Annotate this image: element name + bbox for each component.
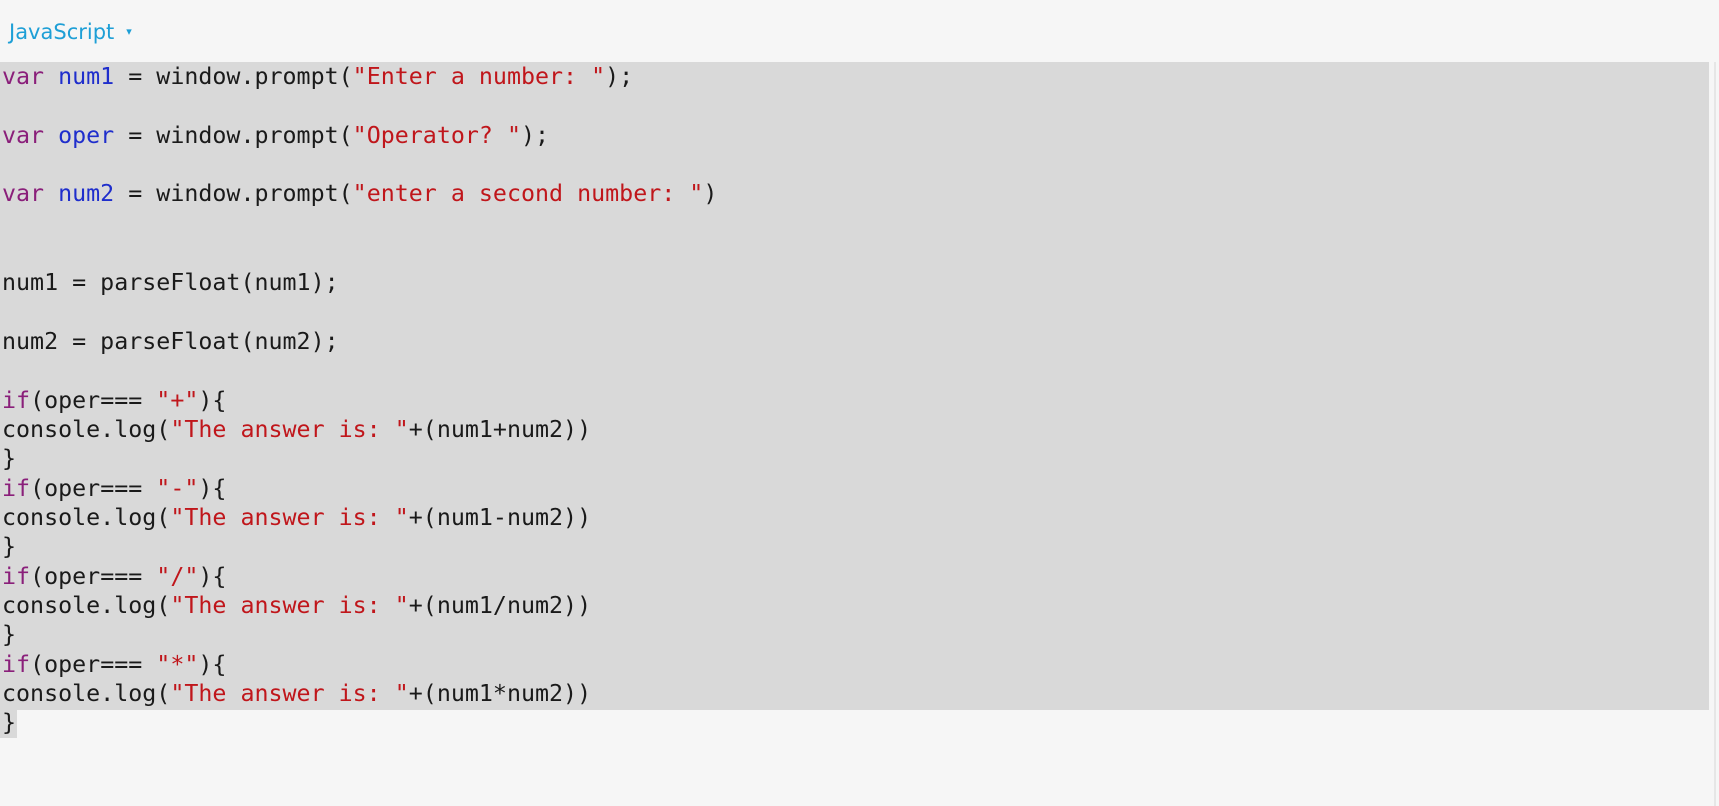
- code-line: console.log("The answer is: "+(num1+num2…: [2, 415, 591, 444]
- code-token-plain: +(num1/num2)): [408, 592, 592, 619]
- language-label: JavaScript: [9, 20, 115, 44]
- text-selection-highlight: [0, 62, 1709, 710]
- code-line: }: [2, 708, 16, 737]
- code-token-str: "Operator? ": [352, 122, 521, 149]
- language-selector[interactable]: JavaScript ▾: [9, 18, 132, 46]
- code-token-str: "-": [156, 475, 199, 502]
- chevron-down-icon: ▾: [126, 24, 132, 38]
- code-token-plain: );: [605, 63, 634, 90]
- code-line: var num1 = window.prompt("Enter a number…: [2, 62, 633, 91]
- code-token-str: "enter a second number: ": [352, 180, 704, 207]
- editor-border: [1714, 62, 1716, 806]
- code-token-plain: +(num1+num2)): [408, 416, 592, 443]
- code-token-plain: (oper===: [30, 651, 157, 678]
- code-token-plain: (oper===: [30, 475, 157, 502]
- code-token-plain: [44, 180, 58, 207]
- code-line: console.log("The answer is: "+(num1*num2…: [2, 679, 591, 708]
- code-line: }: [2, 620, 16, 649]
- code-token-str: "The answer is: ": [170, 592, 409, 619]
- code-token-kw: var: [2, 122, 45, 149]
- code-line: if(oper=== "/"){: [2, 562, 226, 591]
- code-token-plain: }: [2, 445, 17, 472]
- code-token-plain: [44, 63, 58, 90]
- code-token-plain: ){: [198, 563, 227, 590]
- code-token-kw: if: [2, 651, 31, 678]
- code-line: if(oper=== "+"){: [2, 386, 226, 415]
- code-token-plain: ){: [198, 475, 227, 502]
- code-token-plain: console.log(: [2, 416, 171, 443]
- code-line: num2 = parseFloat(num2);: [2, 327, 339, 356]
- code-token-plain: ){: [198, 387, 227, 414]
- code-token-plain: console.log(: [2, 504, 171, 531]
- code-token-plain: (oper===: [30, 387, 157, 414]
- code-line: if(oper=== "*"){: [2, 650, 226, 679]
- code-token-var: num2: [58, 180, 115, 207]
- code-token-kw: if: [2, 475, 31, 502]
- code-token-plain: = window.prompt(: [114, 122, 353, 149]
- code-token-plain: }: [2, 533, 17, 560]
- code-token-plain: = window.prompt(: [114, 63, 353, 90]
- code-token-str: "/": [156, 563, 199, 590]
- code-token-plain: console.log(: [2, 592, 171, 619]
- code-token-plain: +(num1*num2)): [408, 680, 592, 707]
- code-line: }: [2, 532, 16, 561]
- code-token-plain: (oper===: [30, 563, 157, 590]
- code-token-plain: );: [520, 122, 550, 149]
- code-token-kw: if: [2, 563, 31, 590]
- code-token-plain: }: [2, 621, 17, 648]
- code-token-plain: = window.prompt(: [114, 180, 353, 207]
- code-token-str: "The answer is: ": [170, 504, 409, 531]
- code-token-kw: var: [2, 180, 45, 207]
- code-token-plain: console.log(: [2, 680, 171, 707]
- code-token-plain: +(num1-num2)): [408, 504, 592, 531]
- code-token-kw: var: [2, 63, 45, 90]
- code-line: }: [2, 444, 16, 473]
- code-token-str: "The answer is: ": [170, 680, 409, 707]
- code-line: var oper = window.prompt("Operator? ");: [2, 121, 549, 150]
- code-token-plain: ){: [198, 651, 227, 678]
- code-line: if(oper=== "-"){: [2, 474, 226, 503]
- code-token-str: "Enter a number: ": [352, 63, 606, 90]
- code-line: console.log("The answer is: "+(num1/num2…: [2, 591, 591, 620]
- text-selection-highlight-end: [0, 710, 17, 738]
- code-line: console.log("The answer is: "+(num1-num2…: [2, 503, 591, 532]
- code-token-plain: [44, 122, 58, 149]
- code-line: num1 = parseFloat(num1);: [2, 268, 339, 297]
- code-token-plain: }: [2, 709, 17, 736]
- code-token-kw: if: [2, 387, 31, 414]
- code-token-str: "+": [156, 387, 199, 414]
- code-token-plain: ): [703, 180, 718, 207]
- code-line: var num2 = window.prompt("enter a second…: [2, 179, 717, 208]
- code-token-var: num1: [58, 63, 115, 90]
- code-token-str: "*": [156, 651, 199, 678]
- code-token-str: "The answer is: ": [170, 416, 409, 443]
- code-token-plain: num2 = parseFloat(num2);: [2, 328, 339, 355]
- code-token-plain: num1 = parseFloat(num1);: [2, 269, 339, 296]
- code-token-var: oper: [58, 122, 115, 149]
